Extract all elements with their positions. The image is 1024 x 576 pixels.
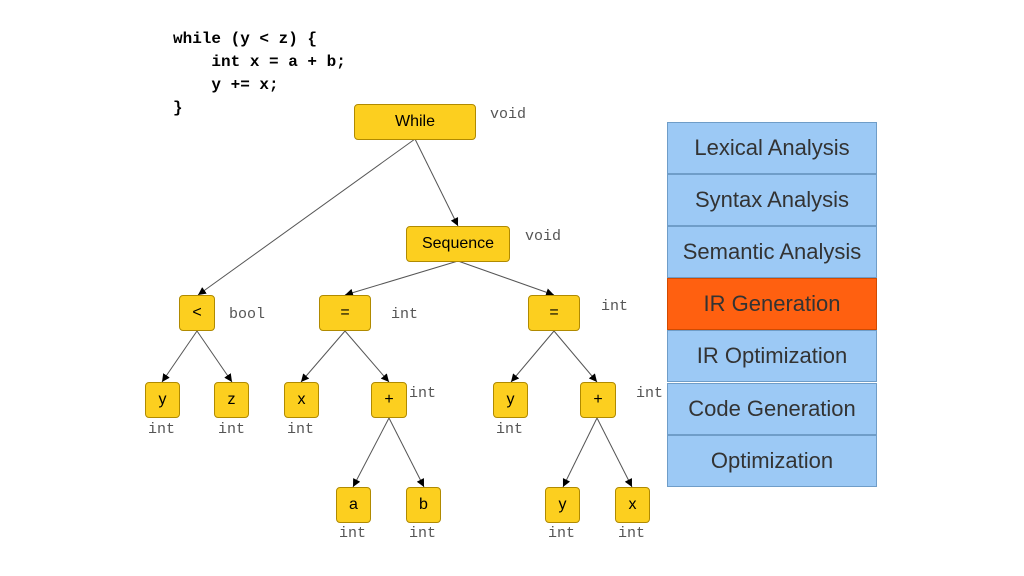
type-label-sequence: void: [525, 228, 562, 245]
stage-semantic-analysis: Semantic Analysis: [667, 226, 877, 278]
node-sequence: Sequence: [406, 226, 510, 262]
type-label-b: int: [409, 525, 437, 542]
node-less-than: <: [179, 295, 215, 331]
stage-ir-generation: IR Generation: [667, 278, 877, 330]
edge-plus1-a: [352, 417, 390, 488]
type-label-z: int: [218, 421, 246, 438]
type-label-x-operand: int: [618, 525, 646, 542]
edge-less-y: [161, 330, 198, 383]
type-label-y: int: [148, 421, 176, 438]
type-label-a: int: [339, 525, 367, 542]
node-b: b: [406, 487, 441, 523]
node-y-target: y: [493, 382, 528, 418]
code-line: int x = a + b;: [173, 53, 346, 71]
stage-optimization: Optimization: [667, 435, 877, 487]
edge-sequence-assign1: [344, 260, 459, 297]
node-assign-y: =: [528, 295, 580, 331]
node-y-operand: y: [545, 487, 580, 523]
edge-assign2-y: [510, 330, 555, 383]
node-plus-ab: +: [371, 382, 407, 418]
node-x: x: [284, 382, 319, 418]
stage-lexical-analysis: Lexical Analysis: [667, 122, 877, 174]
edge-assign2-plus: [553, 330, 598, 383]
stage-code-generation: Code Generation: [667, 383, 877, 435]
stage-ir-optimization: IR Optimization: [667, 330, 877, 382]
node-while: While: [354, 104, 476, 140]
edge-plus2-x: [596, 417, 633, 488]
code-line: y += x;: [173, 76, 279, 94]
type-label-y-operand: int: [548, 525, 576, 542]
type-label-plus-yx: int: [636, 385, 664, 402]
edge-sequence-assign2: [457, 260, 555, 297]
node-z: z: [214, 382, 249, 418]
type-label-y-target: int: [496, 421, 524, 438]
type-label-while: void: [490, 106, 527, 123]
node-assign-x: =: [319, 295, 371, 331]
edge-assign1-plus: [344, 330, 390, 383]
node-x-operand: x: [615, 487, 650, 523]
node-y: y: [145, 382, 180, 418]
edge-while-sequence: [414, 138, 459, 227]
code-line: while (y < z) {: [173, 30, 318, 48]
code-line: }: [173, 99, 183, 117]
edge-less-z: [196, 330, 233, 383]
edge-assign1-x: [300, 330, 346, 383]
node-plus-yx: +: [580, 382, 616, 418]
type-label-x: int: [287, 421, 315, 438]
edge-while-less: [197, 138, 416, 296]
edge-plus2-y: [562, 417, 598, 488]
type-label-assign-y: int: [601, 298, 629, 315]
node-a: a: [336, 487, 371, 523]
type-label-plus-ab: int: [409, 385, 437, 402]
stage-syntax-analysis: Syntax Analysis: [667, 174, 877, 226]
source-code: while (y < z) { int x = a + b; y += x;}: [173, 28, 346, 120]
edge-plus1-b: [388, 417, 425, 488]
type-label-assign-x: int: [391, 306, 419, 323]
type-label-less-than: bool: [229, 306, 266, 323]
